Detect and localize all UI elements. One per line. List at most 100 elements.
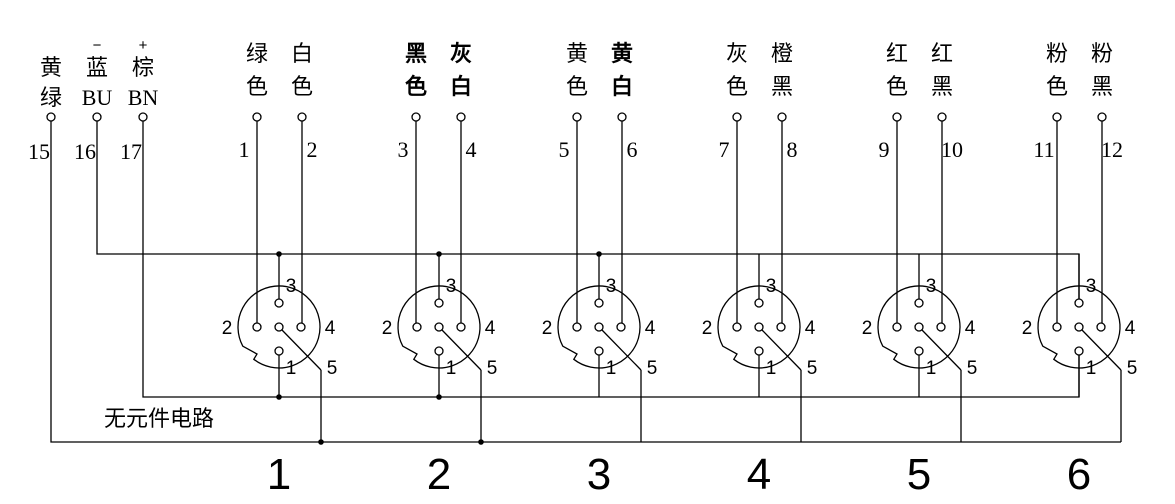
pin-label: 3 xyxy=(766,276,777,297)
terminal-number: 2 xyxy=(307,137,318,162)
terminal-pin-icon xyxy=(777,112,787,122)
terminal-number: 12 xyxy=(1101,137,1123,162)
connector-pin-icon xyxy=(914,346,924,356)
pin-label: 2 xyxy=(382,318,393,339)
terminal-label-top: 白 xyxy=(291,42,313,67)
pin5-wire xyxy=(921,329,962,371)
pin-label: 2 xyxy=(702,318,713,339)
pin-label: 5 xyxy=(1127,358,1138,379)
junction-dot xyxy=(318,439,324,445)
junction-dot xyxy=(478,439,484,445)
terminal-number: 8 xyxy=(787,137,798,162)
terminal-number: 6 xyxy=(627,137,638,162)
connector-body xyxy=(557,285,641,369)
junction-dot xyxy=(276,251,282,257)
terminal-label-bottom: BU xyxy=(82,85,113,110)
terminal-label-bottom: 色 xyxy=(1046,75,1068,100)
connector-pin-icon xyxy=(892,322,902,332)
terminal-label-top: 黄 xyxy=(40,56,62,81)
pin-label: 4 xyxy=(805,318,816,339)
pin-label: 4 xyxy=(325,318,336,339)
connector-number: 4 xyxy=(747,450,771,499)
pin-label: 2 xyxy=(222,318,233,339)
connector-pin-icon xyxy=(274,346,284,356)
connector-number: 5 xyxy=(907,450,931,499)
pin-label: 1 xyxy=(446,358,457,379)
pin5-wire xyxy=(601,329,642,371)
polarity-symbol: − xyxy=(93,37,102,54)
terminal-label-bottom: 白 xyxy=(611,74,633,100)
terminal-number: 16 xyxy=(74,139,96,164)
terminal-label-top: 灰 xyxy=(450,41,472,67)
terminal-label-top: 红 xyxy=(886,42,908,67)
terminal-label-top: 棕 xyxy=(132,56,154,81)
connector-number: 6 xyxy=(1067,450,1091,499)
terminal-pin-icon xyxy=(92,112,102,122)
terminal-pin-icon xyxy=(1097,112,1107,122)
terminal-label-top: 黄 xyxy=(611,42,633,67)
connector-pin-icon xyxy=(1096,322,1106,332)
connector-pin-icon xyxy=(776,322,786,332)
connector-body xyxy=(1037,285,1121,369)
pin-label: 3 xyxy=(606,276,617,297)
bus-brown xyxy=(142,121,1080,398)
terminal-label-top: 粉 xyxy=(1046,42,1068,67)
terminal-number: 5 xyxy=(559,137,570,162)
pin-label: 4 xyxy=(645,318,656,339)
connector-pin-icon xyxy=(936,322,946,332)
terminal-pin-icon xyxy=(1052,112,1062,122)
terminal-pin-icon xyxy=(572,112,582,122)
pin-label: 1 xyxy=(1086,358,1097,379)
connector-number: 2 xyxy=(427,450,451,499)
terminal-label-top: 红 xyxy=(931,42,953,67)
terminal-pin-icon xyxy=(937,112,947,122)
connector-pin-icon xyxy=(754,298,764,308)
connector-body xyxy=(717,285,801,369)
bus-yellow-green xyxy=(50,121,1121,443)
connector-pin-icon xyxy=(1074,322,1084,332)
connector-pin-icon xyxy=(434,346,444,356)
terminal-number: 4 xyxy=(466,137,477,162)
connector-pin-icon xyxy=(1074,298,1084,308)
terminal-label-bottom: 色 xyxy=(726,75,748,100)
pin-label: 5 xyxy=(487,358,498,379)
connector-number: 3 xyxy=(587,450,611,499)
junction-dot xyxy=(436,251,442,257)
connector-pin-icon xyxy=(1052,322,1062,332)
pin-label: 5 xyxy=(327,358,338,379)
terminal-pin-icon xyxy=(138,112,148,122)
pin5-wire xyxy=(441,329,482,371)
connector-pin-icon xyxy=(914,322,924,332)
pin-label: 2 xyxy=(542,318,553,339)
terminal-label-top: 黄 xyxy=(566,42,588,67)
terminal-label-top: 黑 xyxy=(405,42,427,67)
pin-label: 1 xyxy=(286,358,297,379)
terminal-label-top: 蓝 xyxy=(86,56,108,81)
connector-pin-icon xyxy=(274,298,284,308)
terminal-number: 17 xyxy=(120,139,142,164)
circuit-note: 无元件电路 xyxy=(104,407,214,432)
connector-pin-icon xyxy=(594,346,604,356)
connector-pin-icon xyxy=(732,322,742,332)
terminal-pin-icon xyxy=(456,112,466,122)
pin-label: 3 xyxy=(286,276,297,297)
pin-label: 5 xyxy=(967,358,978,379)
terminal-label-bottom: 色 xyxy=(291,75,313,100)
pin5-wire xyxy=(761,329,802,371)
terminals: 黄绿15−蓝BU16+棕BN17绿色1白色2黑色3灰白4黄色5黄白6灰色7橙黑8… xyxy=(28,37,1123,164)
terminal-number: 10 xyxy=(941,137,963,162)
connector-pin-icon xyxy=(252,322,262,332)
terminal-label-bottom: 白 xyxy=(450,74,472,100)
terminal-label-bottom: BN xyxy=(128,85,159,110)
connector-body xyxy=(397,285,481,369)
connector-pin-icon xyxy=(412,322,422,332)
pin-label: 2 xyxy=(862,318,873,339)
terminal-pin-icon xyxy=(617,112,627,122)
